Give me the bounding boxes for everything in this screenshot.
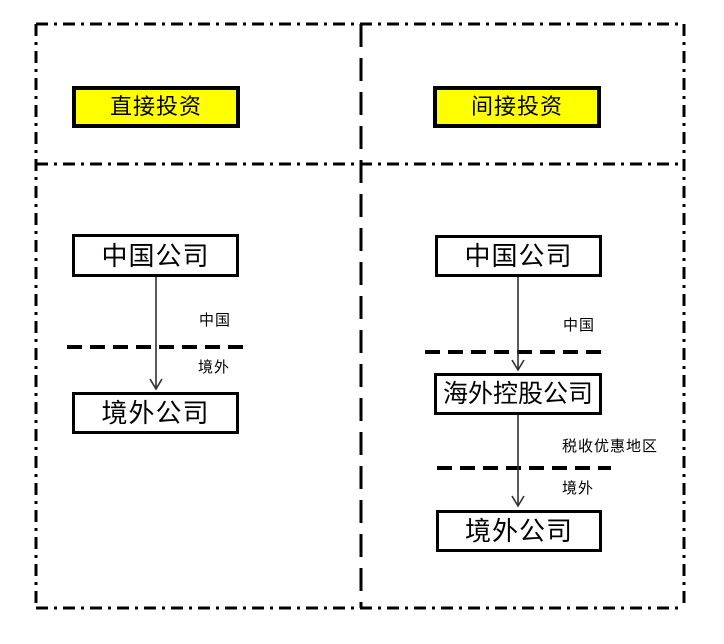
right-overseas-company-box: 境外公司 — [436, 510, 602, 552]
left-overseas-company-label: 境外公司 — [101, 398, 210, 428]
right-holding-company-box: 海外控股公司 — [434, 373, 602, 415]
indirect-investment-header-box: 间接投资 — [433, 86, 601, 128]
right-down-arrow-2 — [511, 415, 525, 508]
right-china-company-box: 中国公司 — [435, 235, 602, 277]
left-overseas-region-label: 境外 — [198, 359, 231, 376]
left-china-company-box: 中国公司 — [72, 234, 239, 277]
right-china-region-label: 中国 — [563, 317, 596, 334]
right-overseas-company-label: 境外公司 — [464, 516, 573, 546]
left-down-arrow — [149, 277, 163, 391]
left-china-region-label: 中国 — [199, 312, 232, 329]
left-china-company-label: 中国公司 — [101, 240, 210, 271]
direct-investment-header-box: 直接投资 — [72, 86, 240, 128]
right-china-company-label: 中国公司 — [464, 241, 573, 271]
right-down-arrow-1 — [511, 277, 525, 372]
left-overseas-company-box: 境外公司 — [72, 392, 239, 434]
right-overseas-region-label: 境外 — [562, 480, 595, 497]
tax-preferential-region-label: 税收优惠地区 — [562, 438, 659, 455]
indirect-investment-header-label: 间接投资 — [470, 94, 563, 119]
right-holding-company-label: 海外控股公司 — [442, 379, 593, 408]
direct-investment-header-label: 直接投资 — [109, 94, 202, 119]
